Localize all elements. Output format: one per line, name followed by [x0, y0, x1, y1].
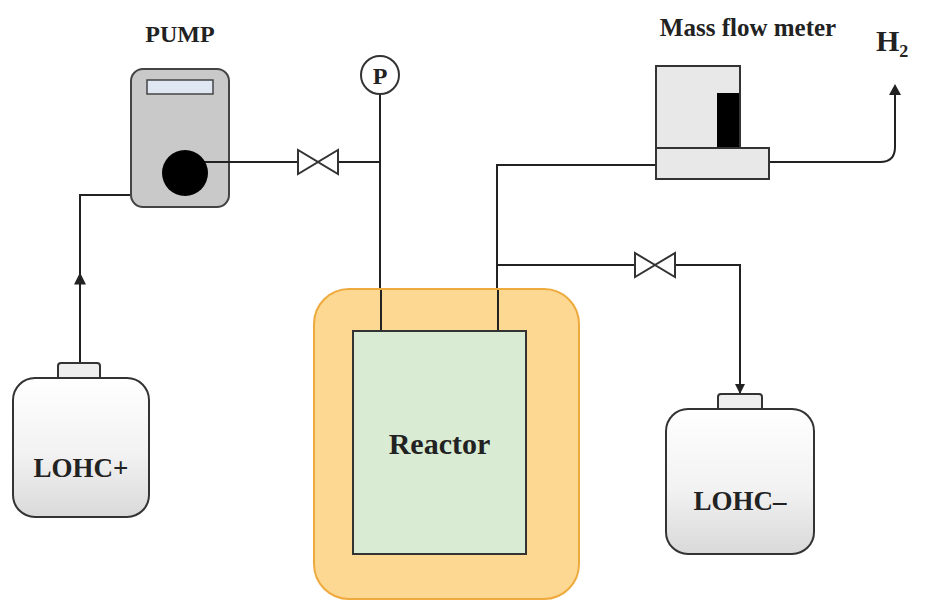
pump-unit: PUMP [130, 68, 230, 208]
node-label: P [362, 62, 398, 91]
node-label: PUMP [90, 20, 270, 49]
shape-outline [12, 362, 150, 518]
storage-tank: LOHC– [665, 393, 815, 555]
arrow-head [74, 273, 86, 285]
pipe-segment [380, 290, 382, 330]
hydrogen-outlet-line [770, 94, 895, 162]
pipe-segment [497, 290, 499, 330]
stream-label: H₂ [876, 24, 908, 58]
shape-outline [130, 68, 230, 208]
pipe-connector [74, 195, 130, 362]
node-label: LOHC– [665, 485, 815, 517]
pressure-gauge: P [360, 55, 400, 95]
reactor-vessel: Reactor [313, 288, 580, 600]
pipe-connector [230, 162, 380, 288]
pipe-connector [497, 165, 655, 288]
mass-flow-meter: Mass flow meter [655, 65, 770, 180]
valve-symbol [635, 253, 675, 277]
node-label: Reactor [354, 426, 525, 462]
pipe-connector [380, 95, 381, 288]
arrow-head [889, 84, 901, 95]
shape-outline [665, 393, 815, 555]
node-label: LOHC+ [12, 452, 150, 484]
node-label: Mass flow meter [618, 13, 878, 43]
shape-outline [655, 65, 770, 180]
reaction-chamber: Reactor [352, 330, 527, 555]
storage-tank: LOHC+ [12, 362, 150, 518]
valve-symbol [298, 150, 338, 174]
